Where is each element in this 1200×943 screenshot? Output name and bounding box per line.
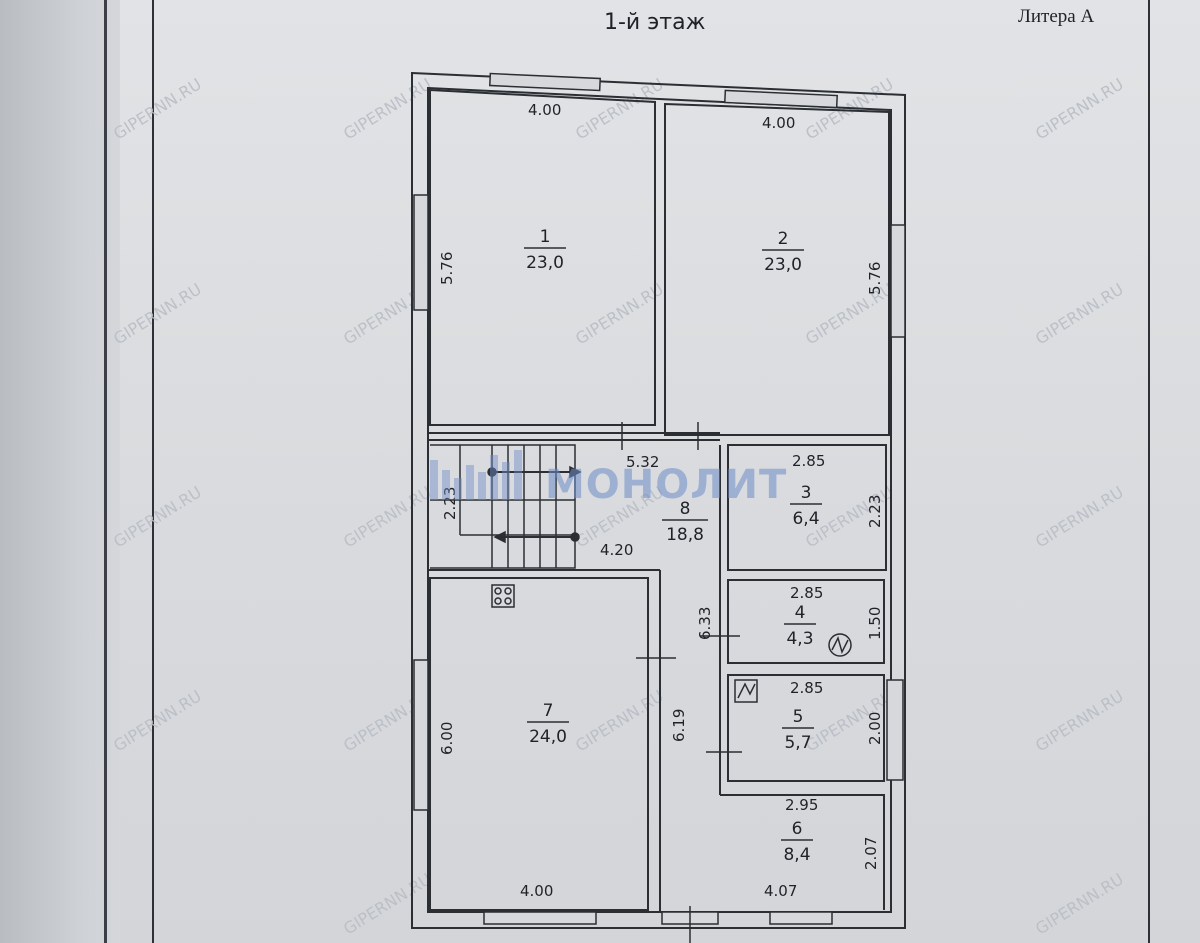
room-area: 23,0 bbox=[764, 255, 802, 275]
dim-label: 5.76 bbox=[438, 252, 456, 285]
watermark: GIPERNN.RU bbox=[110, 686, 205, 755]
dim-label: 5.32 bbox=[626, 453, 659, 471]
room-number: 2 bbox=[778, 229, 789, 249]
room-number: 3 bbox=[801, 483, 812, 503]
window bbox=[724, 89, 838, 109]
dim-label: 2.00 bbox=[866, 712, 884, 745]
dim-label: 2.23 bbox=[441, 487, 459, 520]
dim-label: 2.95 bbox=[785, 796, 818, 814]
dim-label: 2.23 bbox=[866, 495, 884, 528]
room-number: 1 bbox=[540, 227, 551, 247]
sheet-frame-right bbox=[1148, 0, 1150, 943]
room-5-outline bbox=[727, 674, 885, 782]
room-7-outline bbox=[429, 577, 649, 911]
room-area: 18,8 bbox=[666, 525, 704, 545]
room-2-outline bbox=[664, 102, 890, 436]
window bbox=[483, 911, 597, 925]
gas-boiler-icon bbox=[828, 633, 852, 657]
dim-label: 1.50 bbox=[866, 607, 884, 640]
walls bbox=[411, 71, 906, 929]
room-area: 23,0 bbox=[526, 253, 564, 273]
room-area: 24,0 bbox=[529, 727, 567, 747]
room-3-outline bbox=[727, 444, 887, 571]
watermark: GIPERNN.RU bbox=[1032, 869, 1127, 938]
dim-label: 4.00 bbox=[520, 882, 553, 900]
window bbox=[413, 659, 429, 811]
room-number: 4 bbox=[795, 603, 806, 623]
dim-label: 6.19 bbox=[670, 709, 688, 742]
watermark: GIPERNN.RU bbox=[110, 482, 205, 551]
sheet-frame-left bbox=[152, 0, 154, 943]
watermark: GIPERNN.RU bbox=[340, 482, 435, 551]
outer-wall-outer bbox=[411, 71, 906, 929]
previous-page-frame-line bbox=[104, 0, 107, 943]
stove-icon bbox=[491, 584, 515, 608]
watermark: GIPERNN.RU bbox=[1032, 279, 1127, 348]
previous-page-edge bbox=[0, 0, 140, 943]
room-number: 6 bbox=[792, 819, 803, 839]
watermark: GIPERNN.RU bbox=[572, 279, 667, 348]
room-number: 5 bbox=[793, 707, 804, 727]
watermark: GIPERNN.RU bbox=[110, 74, 205, 143]
dim-label: 2.85 bbox=[792, 452, 825, 470]
dim-label: 6.33 bbox=[696, 607, 714, 640]
watermark: GIPERNN.RU bbox=[110, 279, 205, 348]
litera-label: Литера А bbox=[1018, 6, 1095, 27]
windows bbox=[413, 72, 906, 925]
room-area: 5,7 bbox=[784, 733, 811, 753]
dim-label: 2.85 bbox=[790, 679, 823, 697]
watermark: GIPERNN.RU bbox=[340, 74, 435, 143]
dim-label: 2.85 bbox=[790, 584, 823, 602]
dim-label: 4.00 bbox=[762, 114, 795, 132]
dim-label: 5.76 bbox=[866, 262, 884, 295]
room-labels: 1 23,0 2 23,0 3 6,4 4 4,3 5 5,7 6 8,4 7 … bbox=[524, 227, 822, 865]
room-area: 8,4 bbox=[783, 845, 810, 865]
room-4-outline bbox=[727, 579, 885, 664]
window bbox=[890, 224, 906, 338]
window bbox=[886, 679, 904, 781]
room-number: 8 bbox=[680, 499, 691, 519]
dim-label: 4.07 bbox=[764, 882, 797, 900]
staircase bbox=[430, 444, 582, 569]
room-6-outline bbox=[720, 794, 885, 910]
dim-label: 4.00 bbox=[528, 101, 561, 119]
watermark: GIPERNN.RU bbox=[572, 686, 667, 755]
dimension-labels: 4.00 5.76 4.00 5.76 5.32 2.23 4.20 2.85 … bbox=[438, 101, 884, 900]
dim-label: 6.00 bbox=[438, 722, 456, 755]
watermark: GIPERNN.RU bbox=[1032, 74, 1127, 143]
window bbox=[413, 194, 429, 311]
floor-title: 1-й этаж bbox=[604, 10, 706, 35]
window bbox=[489, 72, 601, 92]
window bbox=[769, 911, 833, 925]
door-markers bbox=[621, 422, 742, 943]
watermark: GIPERNN.RU bbox=[1032, 686, 1127, 755]
water-heater-icon bbox=[734, 679, 758, 703]
logo-mark-icon bbox=[430, 450, 522, 500]
room-1-outline bbox=[429, 88, 656, 426]
room-number: 7 bbox=[543, 701, 554, 721]
watermark: GIPERNN.RU bbox=[1032, 482, 1127, 551]
watermark-logo-text: МОНОЛИТ bbox=[545, 462, 788, 508]
room-area: 4,3 bbox=[786, 629, 813, 649]
room-area: 6,4 bbox=[792, 509, 819, 529]
dim-label: 4.20 bbox=[600, 541, 633, 559]
equipment-symbols bbox=[491, 584, 852, 703]
dim-label: 2.07 bbox=[862, 837, 880, 870]
